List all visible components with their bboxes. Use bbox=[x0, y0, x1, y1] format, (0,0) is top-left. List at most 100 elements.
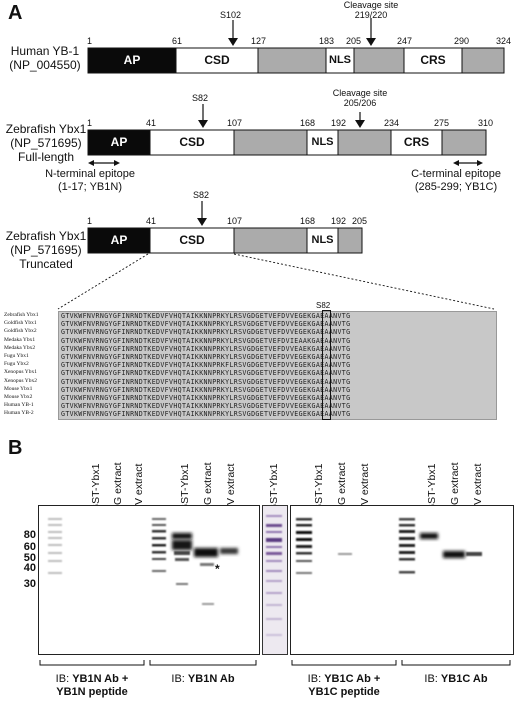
phospho-site-arrow bbox=[198, 120, 208, 128]
protein-accession: (NP_571695) bbox=[10, 136, 82, 150]
residue-number: 324 bbox=[496, 36, 512, 46]
species-name: Xenopus Ybx2 bbox=[4, 377, 37, 384]
cleavage-site-arrow bbox=[366, 38, 376, 46]
protein-form: Truncated bbox=[19, 257, 73, 271]
domain-label-ap: AP bbox=[110, 135, 128, 149]
domain-crs bbox=[403, 47, 463, 74]
sequence-row: GTVKWFNVRNGYGFINRNDTKEDVFVHQTAIKKNNPRKFL… bbox=[61, 361, 351, 370]
protein-name-line: Zebrafish Ybx1 bbox=[5, 229, 87, 243]
ib-antibody: YB1N Ab + bbox=[72, 673, 129, 685]
domain-label-csd: CSD bbox=[179, 233, 205, 247]
residue-number: 192 bbox=[331, 216, 347, 226]
sequence-row: GTVKWFNVRNGYGFINRNDTKEDVFVHQTAIKKNNPRKYL… bbox=[61, 385, 351, 394]
domain-csd bbox=[149, 129, 235, 156]
band-gst-ybx1-yb1n bbox=[172, 533, 192, 585]
residue-number: 192 bbox=[331, 118, 347, 128]
domain-ap bbox=[87, 227, 151, 254]
domain-label-csd: CSD bbox=[179, 135, 205, 149]
ladder-lane bbox=[152, 518, 166, 572]
residue-number: 275 bbox=[434, 118, 450, 128]
ladder-lane bbox=[399, 518, 415, 574]
s82-highlight-box bbox=[322, 310, 331, 420]
n-terminal-epitope-arrow bbox=[88, 160, 120, 166]
species-name: Mouse Ybx2 bbox=[4, 394, 33, 401]
western-blot-yb1n bbox=[38, 505, 260, 655]
species-name: Zebrafish Ybx1 bbox=[4, 312, 39, 318]
cleavage-site-label: Cleavage site 219/220 bbox=[338, 0, 404, 20]
residue-number: 205 bbox=[346, 36, 362, 46]
ib-prefix: IB: bbox=[307, 673, 322, 685]
n-terminal-epitope-label: N-terminal epitope (1-17; YB1N) bbox=[30, 168, 150, 194]
protein-name-line: Human YB-1 bbox=[10, 44, 80, 58]
protein-name-line: Zebrafish Ybx1 bbox=[5, 122, 87, 136]
phospho-site-arrow bbox=[228, 38, 238, 46]
c-terminal-epitope-label: C-terminal epitope (285-299; YB1C) bbox=[396, 168, 516, 194]
domain-csd bbox=[149, 227, 235, 254]
band-pg-extract-yb1n bbox=[194, 548, 218, 605]
species-name: Fugu Ybx2 bbox=[4, 361, 29, 368]
ib-bracket bbox=[39, 660, 145, 666]
residue-number: 168 bbox=[300, 216, 316, 226]
species-name: Mouse Ybx1 bbox=[4, 385, 33, 392]
sequence-row: GTVKWFNVRNGYGFINRNDTKEDVFVHQTAIKKNNPRKYL… bbox=[61, 369, 351, 378]
ladder-lane bbox=[296, 518, 312, 574]
domain-nls bbox=[306, 129, 339, 156]
ib-label-yb1c: IB: YB1C Ab bbox=[402, 673, 510, 686]
residue-number: 234 bbox=[384, 118, 400, 128]
sequence-row: GTVKWFNVRNGYGFINRNDTKEDVFVHQTAIKKNNPRKYL… bbox=[61, 377, 351, 386]
domain-bar-zebrafish-truncated bbox=[57, 201, 495, 310]
mw-marker: 50 bbox=[23, 552, 36, 564]
band-pv-extract-yb1c bbox=[466, 552, 482, 556]
domain-cterm bbox=[337, 227, 363, 254]
domain-nls bbox=[306, 227, 339, 254]
epitope-range: (285-299; YB1C) bbox=[414, 181, 498, 193]
domain-label-crs: CRS bbox=[403, 135, 430, 149]
cleavage-site-label: Cleavage site 205/206 bbox=[327, 88, 393, 108]
phospho-site-label: S82 bbox=[193, 190, 210, 200]
domain-label-csd: CSD bbox=[204, 53, 230, 67]
phospho-site-label: S102 bbox=[220, 10, 242, 20]
ladder-lane bbox=[48, 518, 62, 574]
protein-accession: (NP_004550) bbox=[9, 58, 81, 72]
ib-label-yb1n: IB: YB1N Ab bbox=[150, 673, 256, 686]
alignment-species-list: Zebrafish Ybx1 Goldfish Ybx1 Goldfish Yb… bbox=[4, 311, 56, 418]
domain-linker bbox=[353, 47, 405, 74]
sequence-row: GTVKWFNVRNGYGFINRNDTKEDVFVHQTAIKKNNPRKYL… bbox=[61, 336, 351, 345]
residue-number: 107 bbox=[227, 216, 243, 226]
ib-antibody: YB1C Ab bbox=[440, 673, 488, 685]
phospho-site-arrow bbox=[197, 218, 207, 226]
residue-number: 41 bbox=[146, 216, 157, 226]
species-name: Goldfish Ybx1 bbox=[4, 320, 37, 327]
residue-number: 61 bbox=[172, 36, 183, 46]
residue-number: 168 bbox=[300, 118, 316, 128]
cleavage-site-arrow bbox=[355, 120, 365, 128]
ib-prefix: IB: bbox=[424, 673, 438, 685]
cleavage-site-residues: 219/220 bbox=[354, 10, 388, 20]
band-pg-extract-yb1c-blocked bbox=[338, 553, 352, 555]
species-name: Medaka Ybx2 bbox=[4, 344, 36, 351]
protein-name-zebrafish-truncated: Zebrafish Ybx1 (NP_571695) Truncated bbox=[2, 229, 90, 271]
ib-antibody: YB1N Ab bbox=[187, 673, 235, 685]
cleavage-site-title: Cleavage site bbox=[332, 88, 388, 98]
residue-number: 107 bbox=[227, 118, 243, 128]
mw-marker: 30 bbox=[23, 578, 36, 590]
protein-accession: (NP_571695) bbox=[10, 243, 82, 257]
species-name: Fugu Ybx1 bbox=[4, 353, 29, 360]
ib-prefix: IB: bbox=[55, 673, 70, 685]
mw-marker: 40 bbox=[23, 562, 36, 574]
domain-bar-zebrafish-full bbox=[87, 104, 487, 166]
sequence-row: GTVKWFNVRNGYGFINRNDTKEDVFVHQTAIKKNNPRKYL… bbox=[61, 320, 351, 329]
species-name: Human YB-1 bbox=[4, 402, 34, 409]
sequence-row: GTVKWFNVRNGYGFINRNDTKEDVFVHQTAIKKNNPRKYL… bbox=[61, 328, 351, 337]
species-name: Goldfish Ybx2 bbox=[4, 328, 37, 335]
ib-peptide: YB1N peptide bbox=[56, 686, 128, 698]
sequence-row: GTVKWFNVRNGYGFINRNDTKEDVFVHQTAIKKNNPRKYL… bbox=[61, 344, 351, 353]
domain-linker bbox=[257, 47, 327, 74]
ib-antibody: YB1C Ab + bbox=[324, 673, 381, 685]
domain-label-ap: AP bbox=[123, 53, 141, 67]
ib-label-yb1n-peptide: IB: YB1N Ab + YB1N peptide bbox=[40, 673, 144, 699]
band-gst-ybx1-yb1c bbox=[420, 533, 438, 539]
residue-number: 1 bbox=[87, 36, 93, 46]
